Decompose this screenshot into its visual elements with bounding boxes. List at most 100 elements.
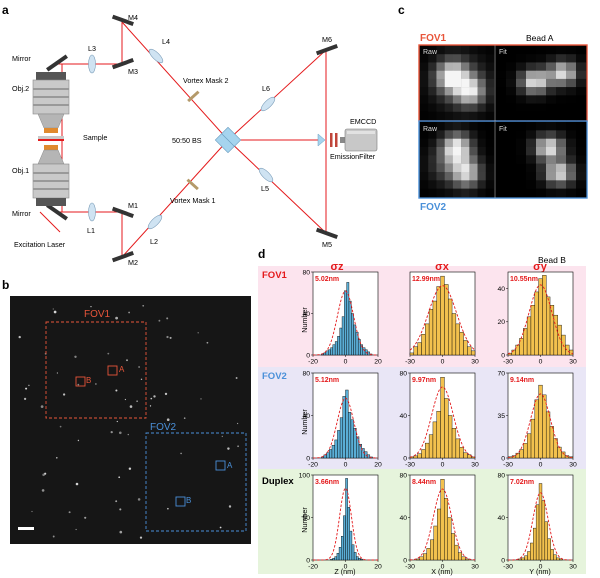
psf-pixel-fov1-fit [506, 54, 517, 63]
xlabel-x: X (nm) [431, 567, 453, 576]
psf-pixel-fov1-fit [536, 46, 547, 55]
histogram-bar [524, 555, 528, 561]
psf-pixel-fov1-fit [556, 62, 567, 71]
psf-pixel-fov1-fit [576, 111, 587, 121]
histogram-bar [417, 453, 422, 459]
histogram-bar [323, 352, 327, 356]
psf-pixel-fov1-fit [576, 103, 587, 112]
psf-pixel-fov1-fit [546, 46, 557, 55]
histogram-bar [338, 547, 342, 561]
psf-pixel-fov1-raw [477, 95, 486, 104]
histogram-bar [451, 428, 457, 459]
y-tick-label: 0 [501, 557, 505, 564]
histogram-bar [533, 527, 537, 561]
x-tick-label: 0 [539, 359, 543, 366]
histogram-bar [334, 556, 338, 561]
bead-dot [227, 447, 230, 450]
bead-dot [90, 305, 92, 308]
vortex-mask-1 [186, 178, 199, 191]
x-tick-label: -30 [405, 359, 415, 366]
mirror-m1 [111, 206, 134, 218]
histogram-bar [346, 282, 350, 356]
y-tick-label: 100 [299, 472, 311, 479]
histogram-bar [542, 394, 547, 459]
psf-pixel-fov2-fit [506, 138, 517, 148]
bead-dot [136, 400, 138, 402]
psf-pixel-fov1-raw [452, 46, 462, 55]
label-vortex2: Vortex Mask 2 [183, 76, 229, 85]
histogram-bar [521, 557, 525, 561]
y-tick-label: 80 [497, 472, 505, 479]
psf-pixel-fov2-fit [556, 155, 567, 164]
bead-dot [142, 304, 145, 307]
psf-pixel-fov2-fit [576, 138, 587, 148]
histogram-bar [459, 331, 464, 356]
psf-pixel-fov1-fit [506, 87, 517, 96]
psf-pixel-fov2-fit [526, 180, 537, 189]
histogram-bar [423, 553, 427, 561]
psf-pixel-fov1-raw [428, 70, 437, 80]
mirror-m5 [315, 227, 338, 239]
panel-c-bead-title: Bead A [526, 33, 554, 43]
psf-pixel-fov1-raw [477, 46, 486, 55]
gaussian-fit-curve [409, 285, 476, 351]
label-obj1: Obj.1 [12, 166, 29, 175]
x-tick-label: 30 [471, 462, 479, 469]
mirror-bottom [46, 203, 68, 221]
psf-pixel-fov2-raw [436, 147, 445, 156]
psf-pixel-fov1-fit [546, 54, 557, 63]
histogram-bar [428, 309, 434, 356]
histogram-bar [436, 286, 441, 356]
psf-pixel-fov2-raw [444, 172, 454, 181]
psf-pixel-fov1-fit [516, 62, 527, 71]
histogram-bar [342, 396, 346, 459]
psf-pixel-fov1-fit [556, 78, 567, 88]
psf-pixel-fov2-fit [556, 138, 567, 148]
bead-dot [140, 378, 143, 381]
panel-c-label: c [398, 3, 405, 17]
psf-pixel-fov1-raw [436, 78, 445, 88]
psf-pixel-fov2-fit [556, 122, 567, 131]
psf-pixel-fov1-raw [452, 62, 462, 71]
psf-pixel-fov1-fit [546, 62, 557, 71]
sigma-value-label: 12.99nm [412, 276, 440, 283]
label-obj2: Obj.2 [12, 84, 29, 93]
bead-dot [77, 439, 80, 442]
psf-pixel-fov2-fit [516, 138, 527, 148]
psf-pixel-fov1-fit [516, 46, 527, 55]
psf-pixel-fov2-raw [420, 163, 429, 173]
psf-pixel-fov1-raw [428, 111, 437, 121]
psf-pixel-fov2-raw [420, 130, 429, 139]
bead-dot [129, 405, 133, 408]
fov2-raw-label: Raw [423, 126, 438, 133]
psf-pixel-fov2-fit [516, 163, 527, 173]
x-tick-label: 0 [441, 564, 445, 571]
sigma-x-title: σx [435, 261, 450, 273]
psf-pixel-fov2-raw [469, 122, 478, 131]
histogram-bar [360, 558, 363, 561]
fov-image: FOV1 FOV2 A B A B [10, 296, 251, 544]
psf-pixel-fov1-raw [485, 78, 495, 88]
psf-pixel-fov2-fit [526, 138, 537, 148]
psf-pixel-fov1-fit [516, 103, 527, 112]
scale-bar [18, 527, 34, 530]
psf-pixel-fov2-fit [536, 130, 547, 139]
label-l5: L5 [261, 184, 269, 193]
psf-pixel-fov2-raw [452, 180, 462, 189]
psf-pixel-fov2-fit [506, 122, 517, 131]
psf-pixel-fov1-fit [566, 70, 577, 80]
psf-pixel-fov2-fit [566, 147, 577, 156]
psf-pixel-fov1-raw [461, 111, 470, 121]
psf-pixel-fov2-raw [452, 172, 462, 181]
label-l1: L1 [87, 226, 95, 235]
psf-pixel-fov2-raw [461, 147, 470, 156]
psf-pixel-fov2-fit [506, 188, 517, 198]
y-tick-label: 40 [399, 515, 407, 522]
psf-pixel-fov1-raw [452, 87, 462, 96]
y-tick-label: 80 [399, 472, 407, 479]
psf-pixel-fov2-fit [496, 155, 507, 164]
label-emccd: EMCCD [350, 117, 376, 126]
psf-pixel-fov1-raw [469, 87, 478, 96]
histogram-bar [413, 346, 418, 356]
